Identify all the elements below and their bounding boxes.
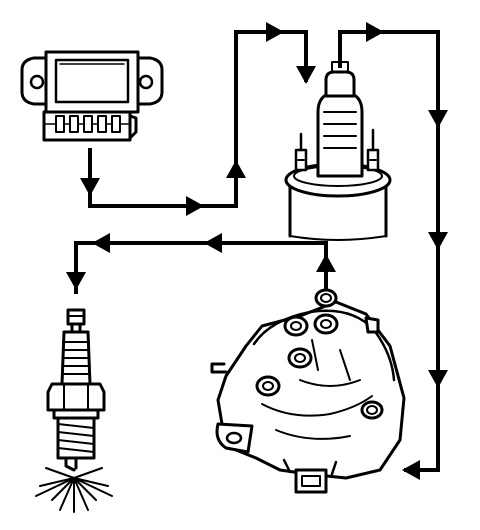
ignition-control-module-icon [20,50,164,142]
arrow-left-icon [92,233,110,253]
spark-burst-icon [35,467,113,513]
wire-distributor-to-plug [74,241,328,294]
arrow-right-icon [266,22,284,42]
arrow-down-icon [428,232,448,250]
arrow-up-icon [226,160,246,178]
distributor-icon [210,288,406,494]
arrow-down-icon [80,178,100,196]
arrow-right-icon [186,196,204,216]
ignition-coil-icon [284,61,392,241]
arrow-down-icon [428,370,448,388]
arrow-up-icon [316,254,336,272]
arrow-down-icon [428,110,448,128]
flow-arrows [66,22,448,480]
arrow-left-icon [204,233,222,253]
arrow-down-icon [296,66,316,84]
arrow-right-icon [366,22,384,42]
wire-coil-to-distributor [338,30,440,472]
arrow-left-icon [402,460,420,480]
arrow-down-icon [66,272,86,290]
spark-plug-icon [46,308,106,472]
wire-module-to-coil [88,30,308,208]
